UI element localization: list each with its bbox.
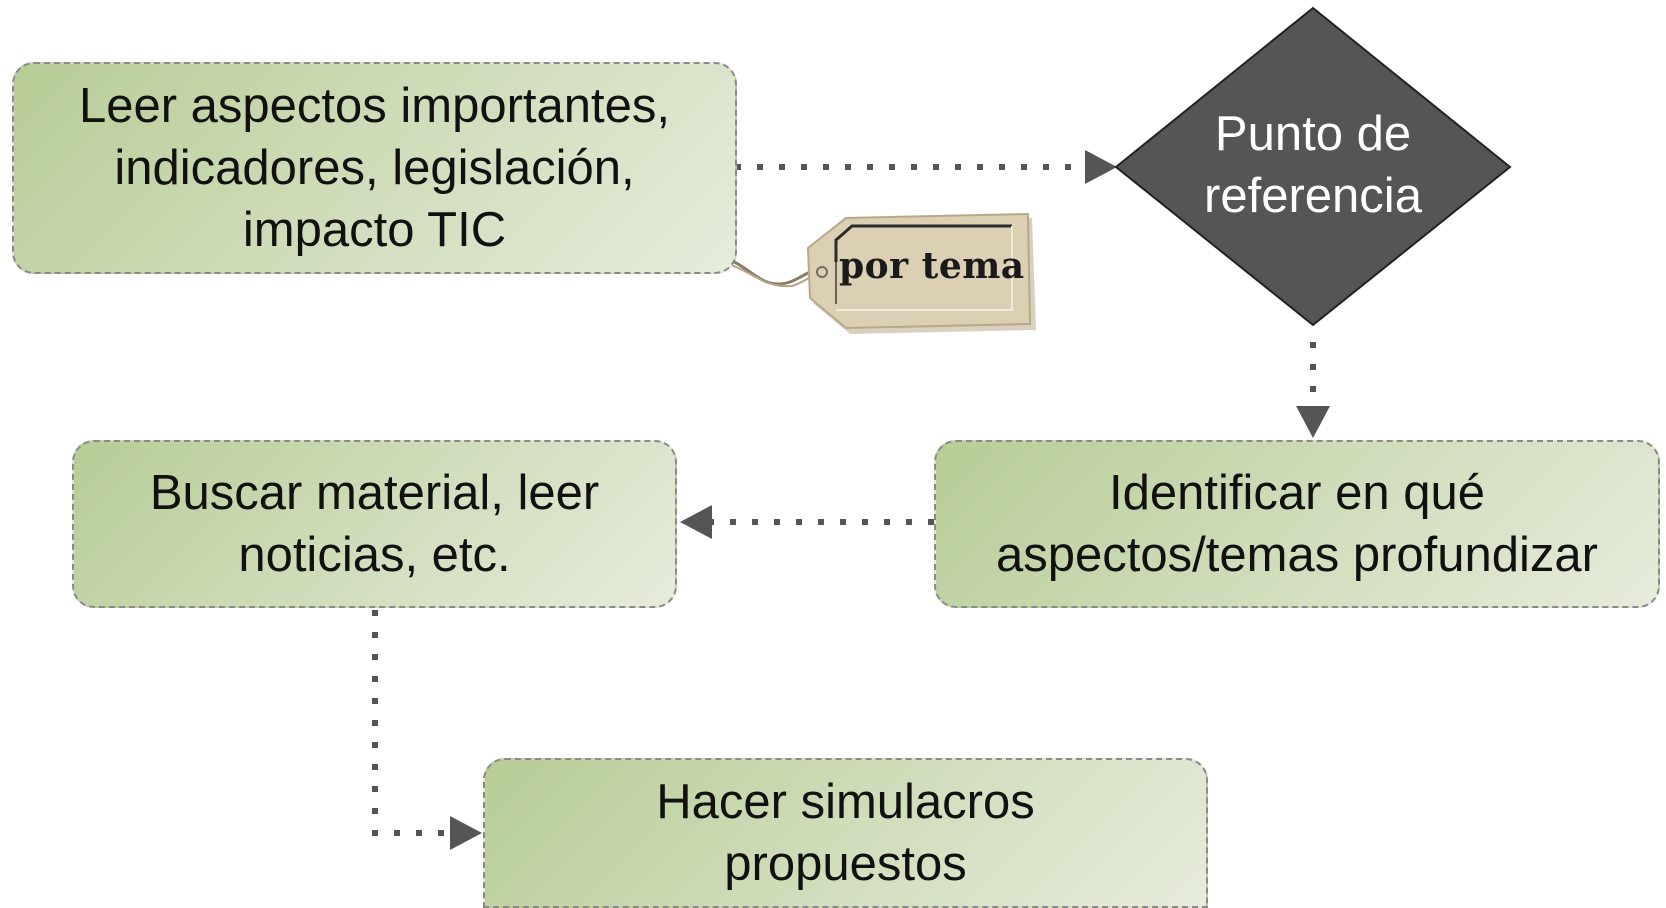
decision-line-1: Punto de — [1214, 107, 1412, 161]
node-identificar: Identificar en qué aspectos/temas profun… — [934, 440, 1660, 608]
node-buscar-material: Buscar material, leer noticias, etc. — [72, 440, 677, 608]
decision-label: Punto de referencia — [1193, 103, 1433, 227]
node-hacer-line-1: Hacer simulacros — [656, 775, 1035, 829]
node-hacer-simulacros: Hacer simulacros propuestos — [483, 758, 1208, 908]
node-hacer-line-2: propuestos — [724, 837, 967, 891]
node-identificar-line-1: Identificar en qué — [1109, 466, 1485, 520]
node-leer-line-3: impacto TIC — [242, 203, 507, 257]
arrow-punto-to-identificar — [1296, 342, 1330, 438]
decision-diamond — [1114, 6, 1512, 327]
node-leer-line-2: indicadores, legislación, — [114, 141, 635, 195]
decision-line-2: referencia — [1204, 169, 1422, 223]
arrow-leer-to-punto — [735, 150, 1117, 184]
node-leer-line-1: Leer aspectos importantes, — [78, 79, 671, 133]
tag-label: por tema — [839, 245, 1025, 287]
node-leer-aspectos: Leer aspectos importantes, indicadores, … — [12, 62, 737, 274]
tag-shape — [806, 212, 1036, 334]
arrow-identificar-to-buscar — [680, 505, 934, 539]
node-buscar-line-1: Buscar material, leer — [149, 466, 600, 520]
node-identificar-line-2: aspectos/temas profundizar — [996, 528, 1598, 582]
arrow-buscar-to-hacer — [372, 610, 482, 850]
node-buscar-line-2: noticias, etc. — [238, 528, 511, 582]
